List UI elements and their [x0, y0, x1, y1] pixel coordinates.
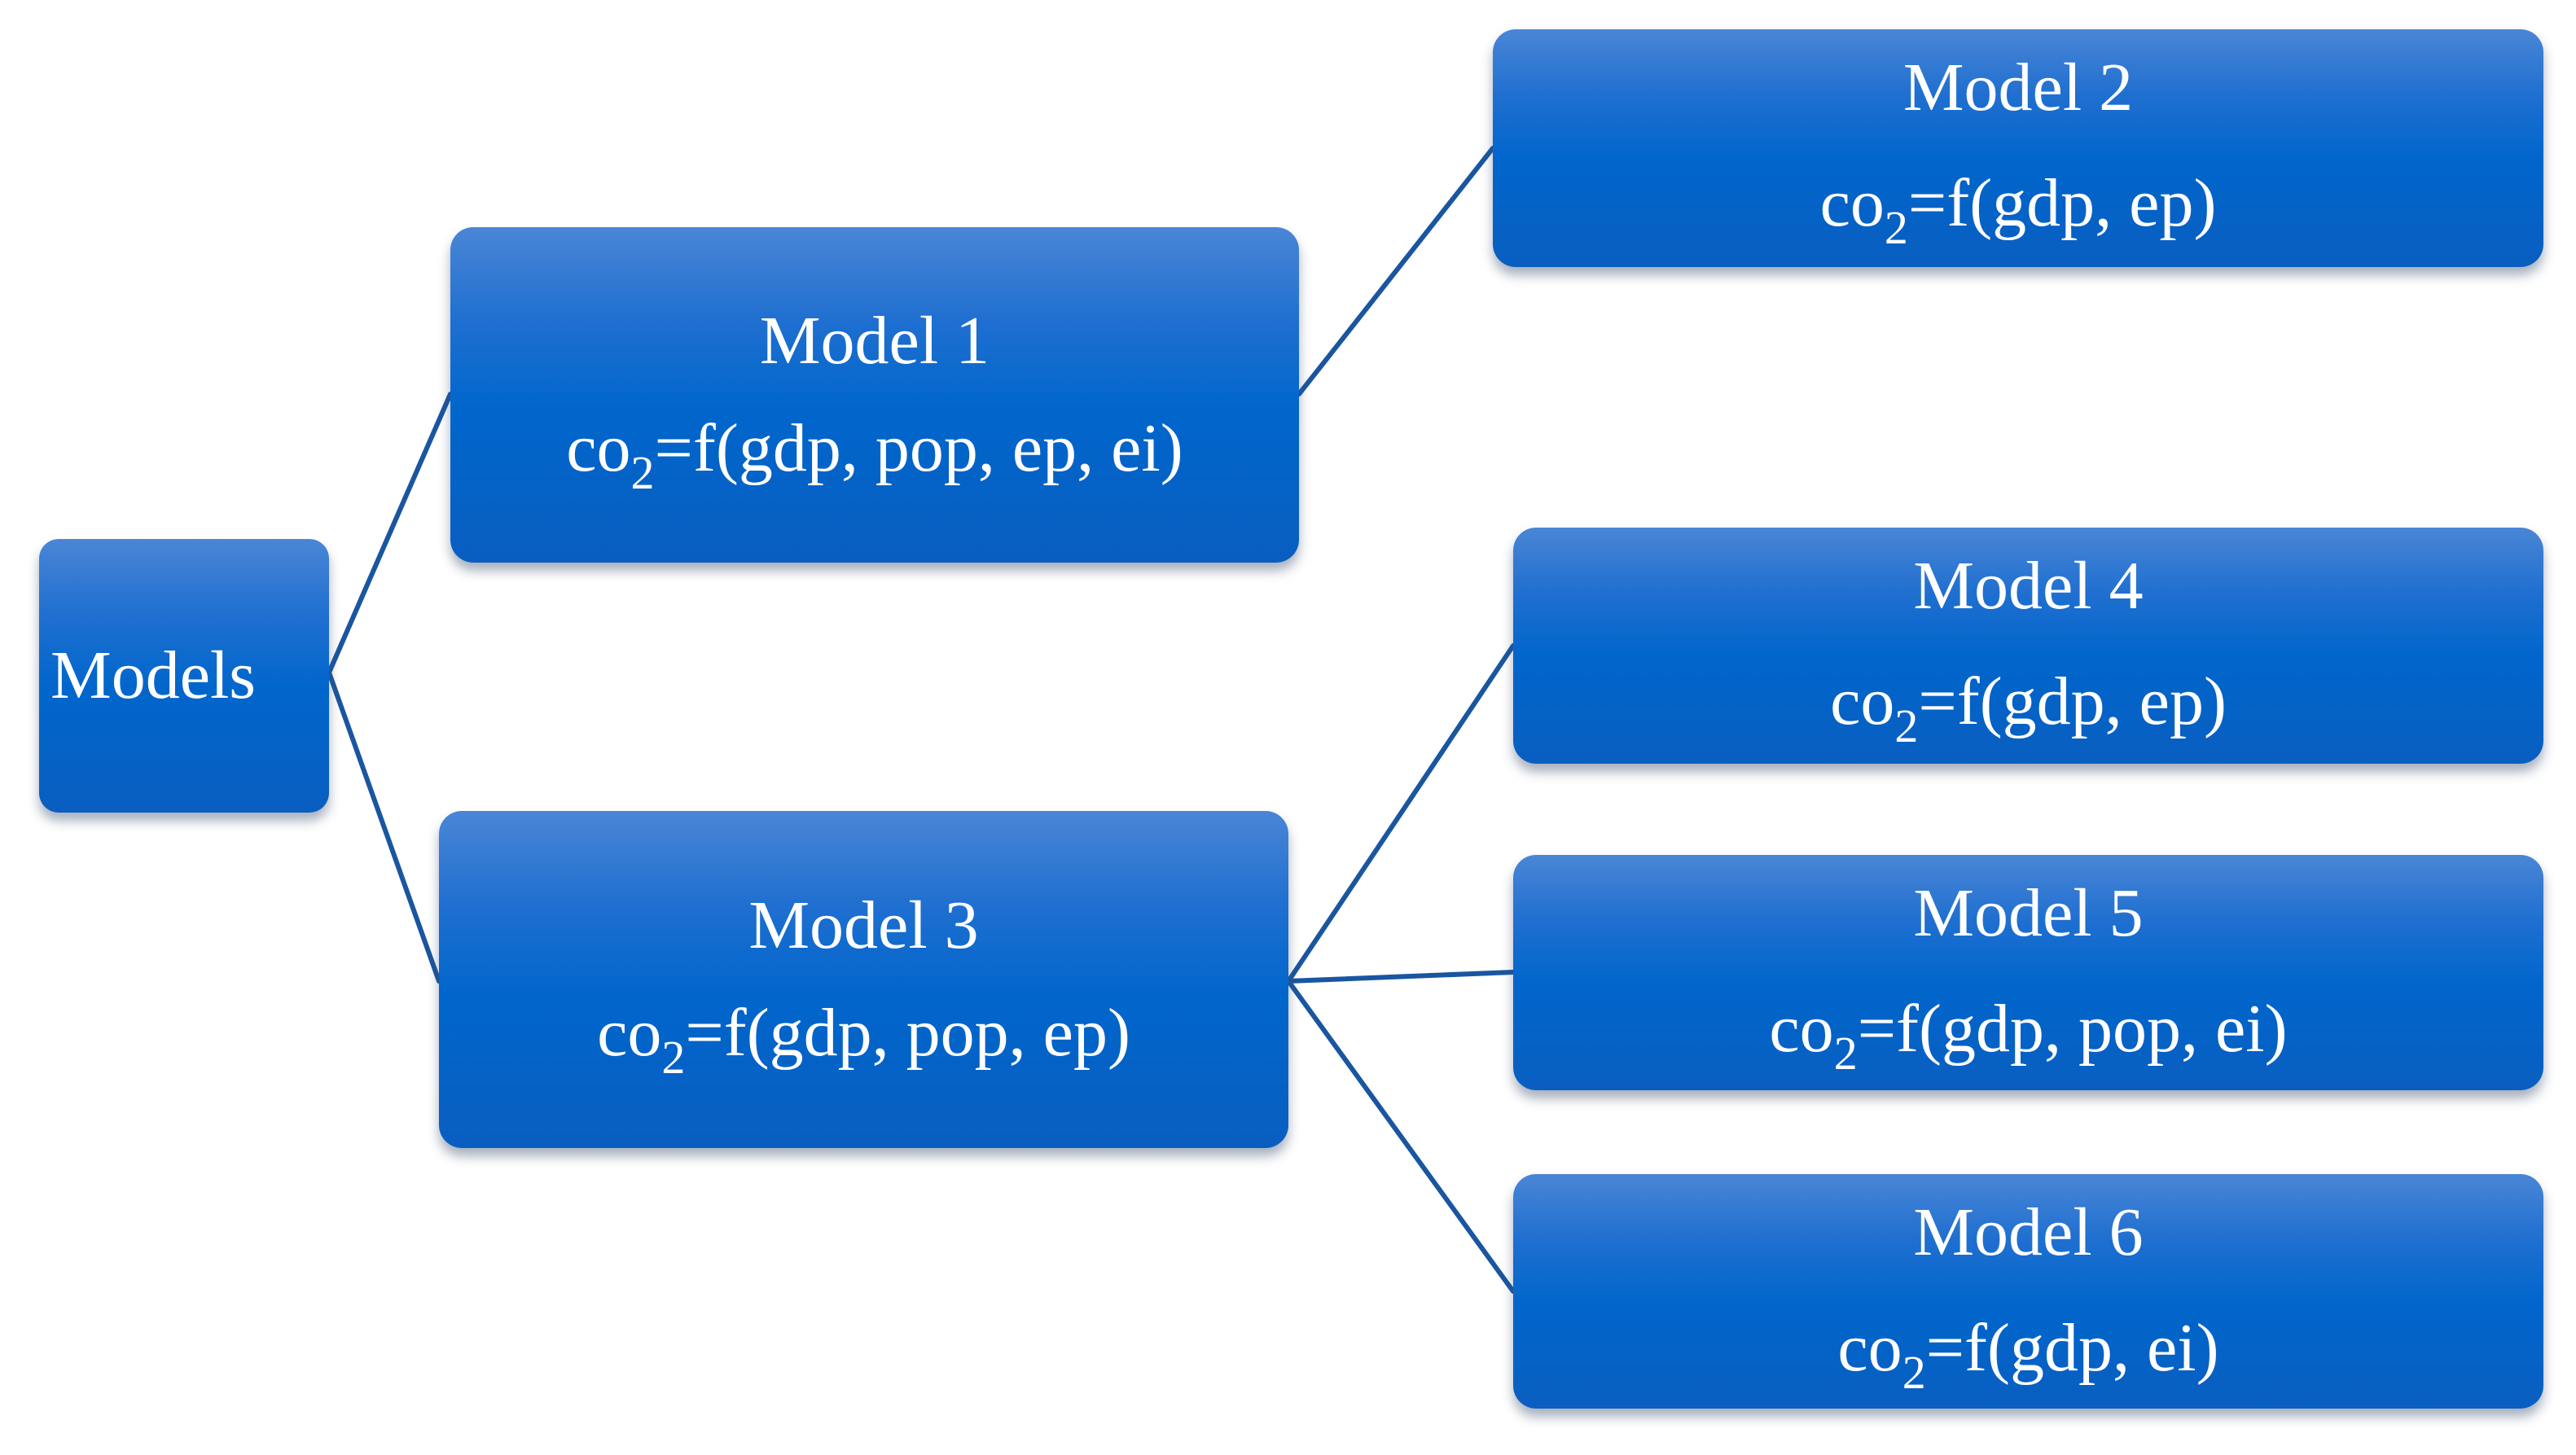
connector-model3-model5 [1286, 970, 1516, 984]
connector-root-model3 [327, 670, 441, 984]
model-3-box: Model 3 co2=f(gdp, pop, ep) [439, 811, 1288, 1148]
connector-model1-model2 [1297, 146, 1495, 397]
model-4-box: Model 4 co2=f(gdp, ep) [1513, 528, 2543, 764]
model-2-box: Model 2 co2=f(gdp, ep) [1493, 29, 2543, 267]
model-3-title: Model 3 [748, 887, 979, 963]
model-2-title: Model 2 [1902, 50, 2134, 125]
connector-model3-model4 [1286, 643, 1516, 984]
model-1-formula: co2=f(gdp, pop, ep, ei) [566, 410, 1183, 499]
connector-root-model1 [327, 392, 453, 675]
model-4-title: Model 4 [1913, 548, 2144, 624]
connector-model3-model6 [1286, 979, 1516, 1294]
model-6-title: Model 6 [1913, 1194, 2144, 1270]
model-1-title: Model 1 [759, 303, 990, 379]
model-5-box: Model 5 co2=f(gdp, pop, ei) [1513, 855, 2543, 1090]
model-4-formula: co2=f(gdp, ep) [1830, 664, 2227, 752]
model-2-formula: co2=f(gdp, ep) [1819, 165, 2217, 254]
model-5-title: Model 5 [1913, 875, 2144, 951]
models-root-label: Models [50, 638, 256, 713]
model-6-formula: co2=f(gdp, ei) [1837, 1310, 2219, 1399]
models-root-box: Models [39, 539, 329, 813]
model-5-formula: co2=f(gdp, pop, ei) [1769, 991, 2288, 1080]
model-1-box: Model 1 co2=f(gdp, pop, ep, ei) [450, 227, 1299, 563]
model-3-formula: co2=f(gdp, pop, ep) [597, 995, 1130, 1084]
model-6-box: Model 6 co2=f(gdp, ei) [1513, 1174, 2543, 1409]
